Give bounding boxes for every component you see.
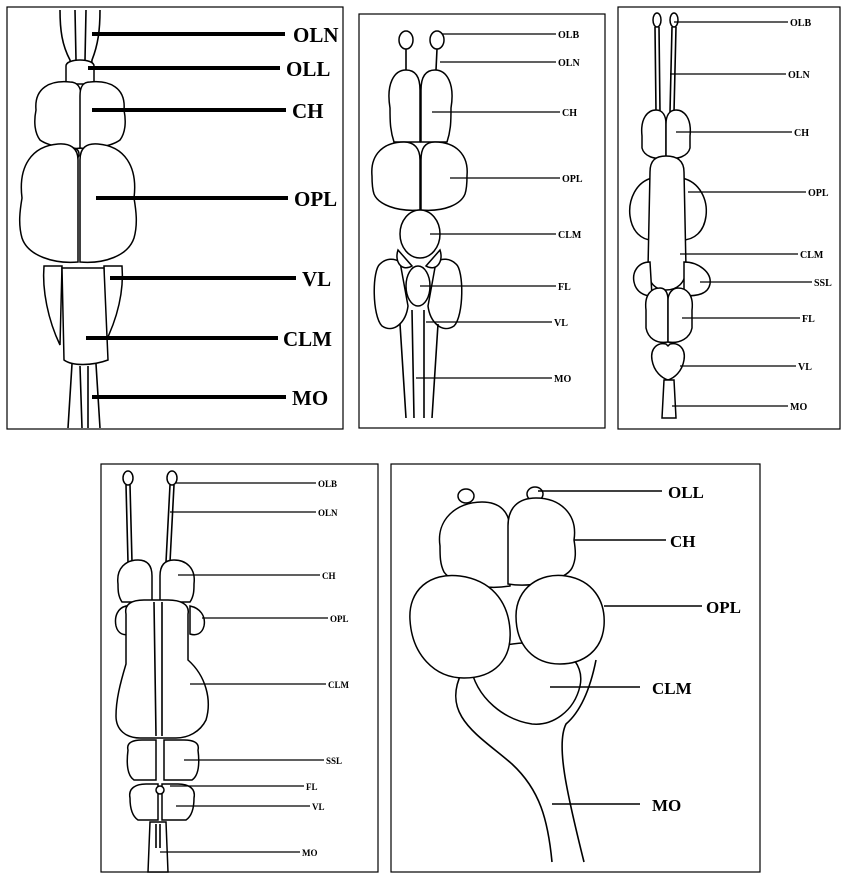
p3-label-oln: OLN xyxy=(788,70,810,81)
p2-label-oln: OLN xyxy=(558,58,580,69)
p5-label-ch: CH xyxy=(670,532,696,551)
p1-label-mo: MO xyxy=(292,386,328,410)
p3-label-clm: CLM xyxy=(800,250,824,261)
p3-label-ch: CH xyxy=(794,128,809,139)
panel-5: OLL CH OPL CLM MO xyxy=(391,464,760,872)
p4-label-oln: OLN xyxy=(318,508,338,518)
p2-label-ch: CH xyxy=(562,108,577,119)
p3-label-mo: MO xyxy=(790,402,807,413)
panel-1: OLN OLL CH OPL VL CLM MO xyxy=(7,7,343,429)
p4-label-olb: OLB xyxy=(318,479,337,489)
p5-label-oll: OLL xyxy=(668,483,704,502)
p4-label-vl: VL xyxy=(312,802,325,812)
p4-label-ssl: SSL xyxy=(326,756,342,766)
p5-label-mo: MO xyxy=(652,796,681,815)
panel-4-brain-drawing xyxy=(115,471,208,872)
p4-label-opl: OPL xyxy=(330,614,349,624)
p2-label-fl: FL xyxy=(558,282,571,293)
panel-5-brain-drawing xyxy=(410,487,604,862)
p5-label-opl: OPL xyxy=(706,598,741,617)
p3-label-olb: OLB xyxy=(790,18,811,29)
p2-label-clm: CLM xyxy=(558,230,582,241)
p3-label-ssl: SSL xyxy=(814,278,832,289)
p4-label-fl: FL xyxy=(306,782,318,792)
p3-label-vl: VL xyxy=(798,362,812,373)
p4-label-mo: MO xyxy=(302,848,318,858)
p2-label-olb: OLB xyxy=(558,30,579,41)
panel-3: OLB OLN CH OPL CLM SSL FL VL MO xyxy=(618,7,840,429)
panel-2-brain-drawing xyxy=(372,31,467,418)
panel-4: OLB OLN CH OPL CLM SSL FL VL MO xyxy=(101,464,378,872)
p1-label-vl: VL xyxy=(302,267,331,291)
p3-label-opl: OPL xyxy=(808,188,829,199)
p1-label-oll: OLL xyxy=(286,57,330,81)
p1-label-opl: OPL xyxy=(294,187,337,211)
p2-label-vl: VL xyxy=(554,318,568,329)
panel-2: OLB OLN CH OPL CLM FL VL MO xyxy=(359,14,605,428)
p4-label-ch: CH xyxy=(322,571,336,581)
p2-label-mo: MO xyxy=(554,374,571,385)
p3-label-fl: FL xyxy=(802,314,815,325)
p1-label-ch: CH xyxy=(292,99,324,123)
p5-label-clm: CLM xyxy=(652,679,692,698)
panel-1-brain-drawing xyxy=(20,10,137,428)
p4-label-clm: CLM xyxy=(328,680,350,690)
p1-label-clm: CLM xyxy=(283,327,332,351)
p2-label-opl: OPL xyxy=(562,174,583,185)
p1-label-oln: OLN xyxy=(293,23,339,47)
